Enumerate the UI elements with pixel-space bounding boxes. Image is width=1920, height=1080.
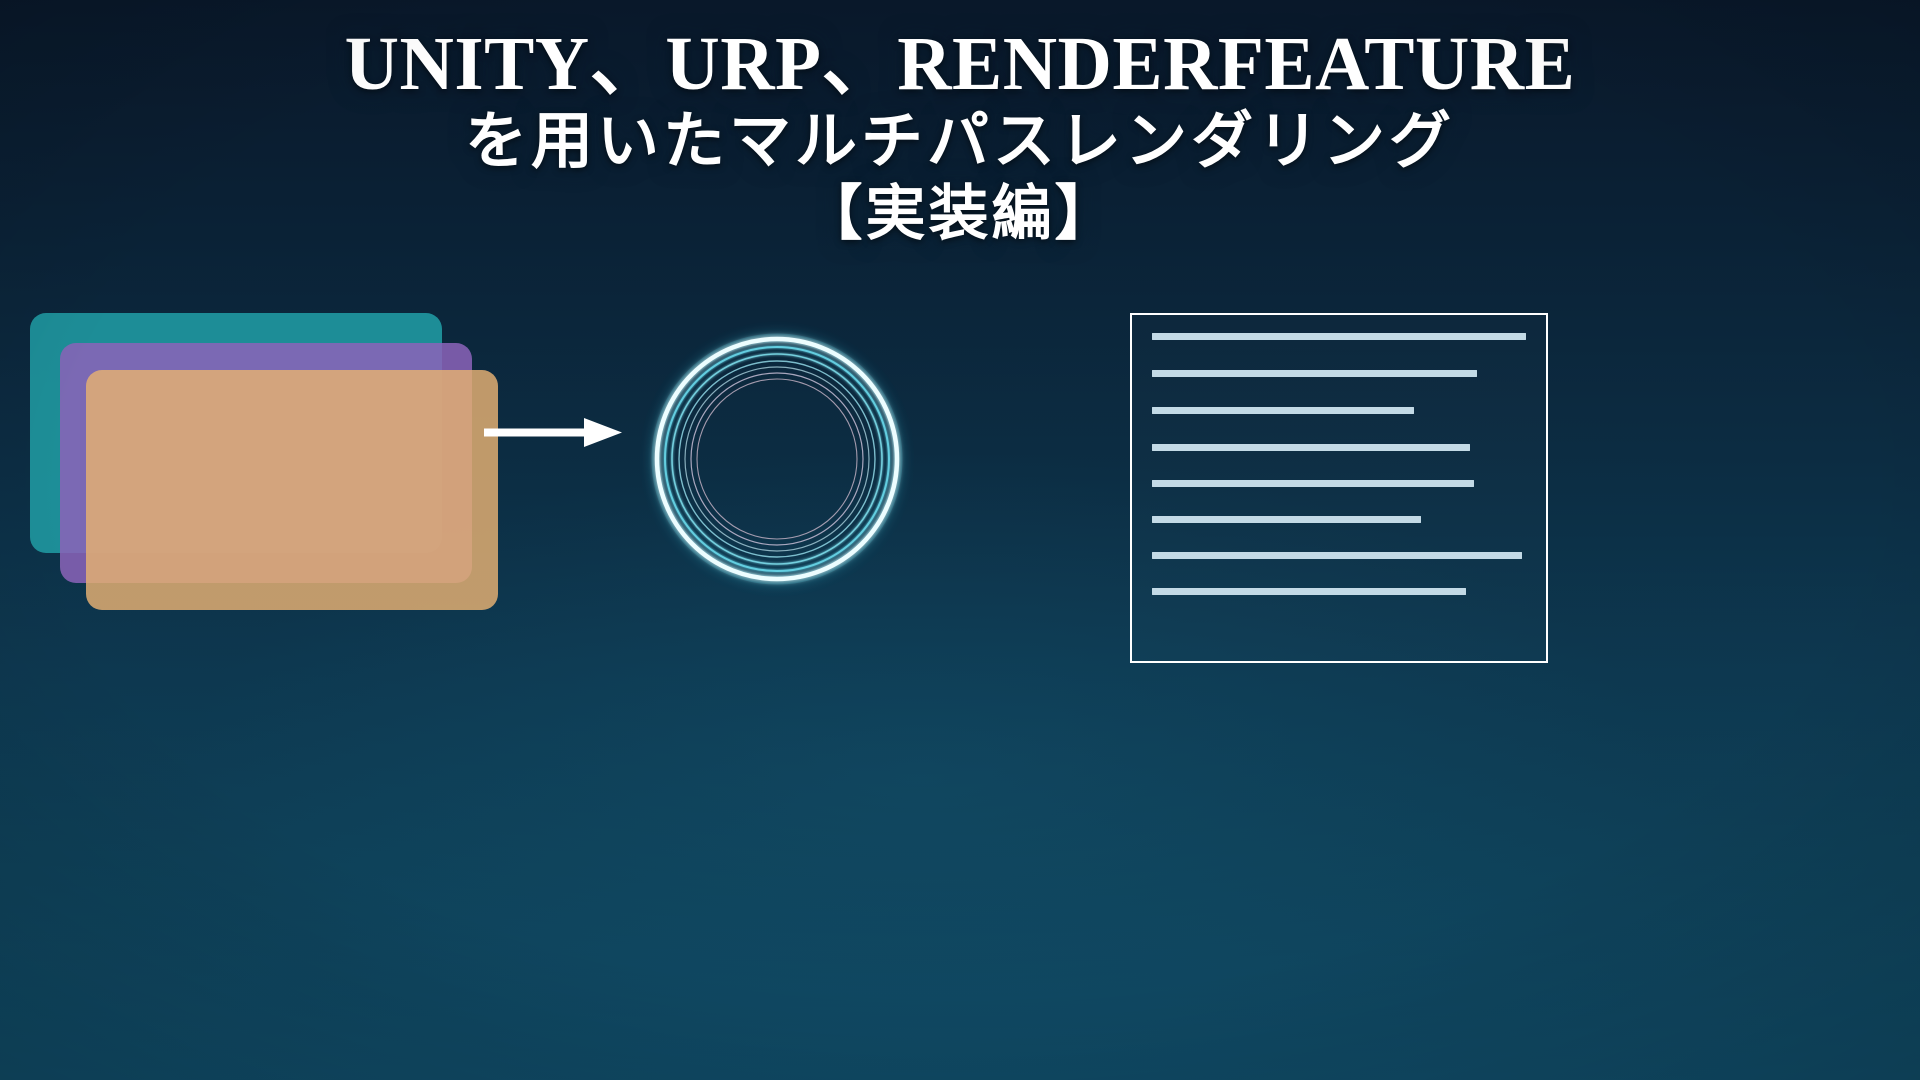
page-title: UNITY、URP、RENDERFEATURE を用いたマルチパスレンダリング … xyxy=(0,22,1920,250)
ring-2 xyxy=(664,346,890,572)
ring-4 xyxy=(678,360,876,558)
document-line xyxy=(1152,333,1526,340)
document-line-gap xyxy=(1152,559,1526,588)
document-line xyxy=(1152,516,1422,523)
document-line xyxy=(1152,480,1474,487)
document-line-gap xyxy=(1152,523,1526,552)
output-document xyxy=(1130,313,1548,663)
ring-3 xyxy=(671,353,883,565)
document-line xyxy=(1152,407,1414,414)
document-line xyxy=(1152,552,1523,559)
ring-7 xyxy=(696,378,858,540)
document-line xyxy=(1152,370,1478,377)
title-line-3: 【実装編】 xyxy=(802,181,1118,247)
document-line-gap xyxy=(1152,451,1526,480)
document-line-gap xyxy=(1152,340,1526,370)
flow-arrow-icon xyxy=(484,417,624,449)
document-line-gap xyxy=(1152,487,1526,516)
ring-6 xyxy=(690,372,864,546)
document-line xyxy=(1152,444,1470,451)
title-line-1: UNITY、URP、RENDERFEATURE xyxy=(344,22,1576,106)
title-line-2: を用いたマルチパスレンダリング xyxy=(464,108,1455,176)
document-line xyxy=(1152,588,1467,595)
render-target-card-tan xyxy=(86,370,498,610)
document-line-gap xyxy=(1152,377,1526,407)
ring-5 xyxy=(684,366,870,552)
layered-render-targets xyxy=(30,313,510,613)
ring-1 xyxy=(654,336,900,582)
concentric-glow-rings xyxy=(636,318,918,600)
document-line-gap xyxy=(1152,414,1526,444)
